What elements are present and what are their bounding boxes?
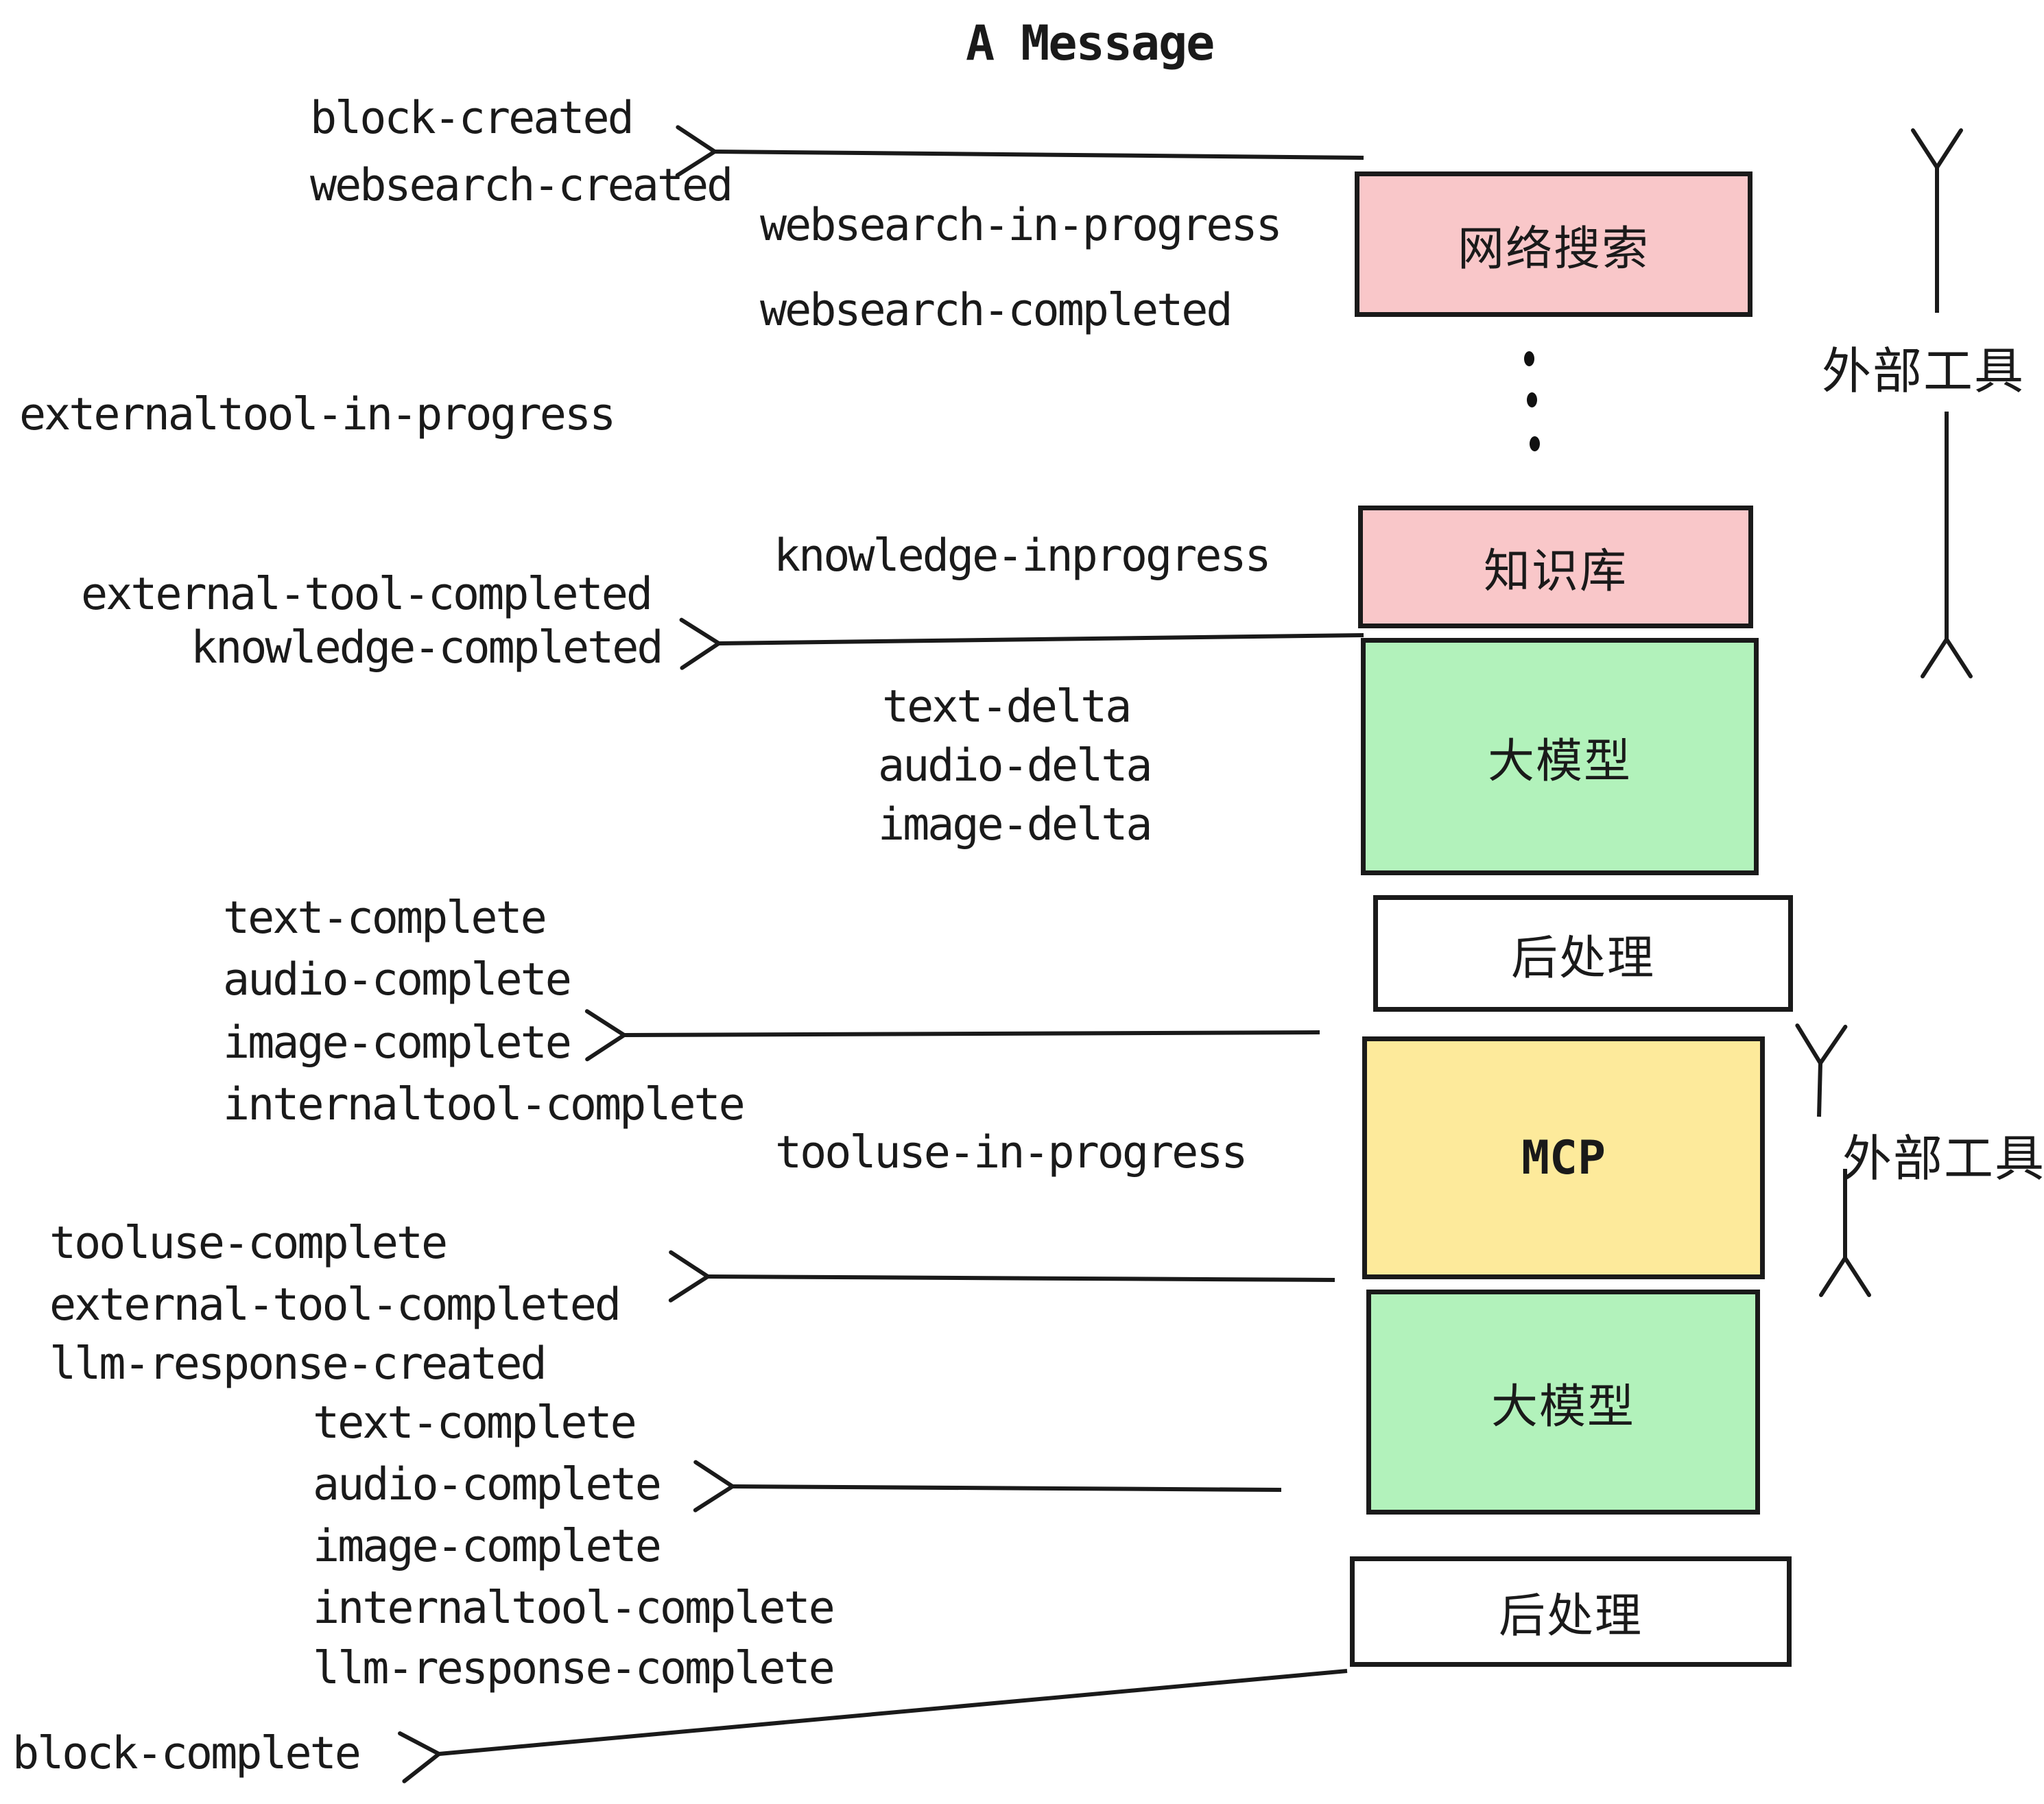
box-mcp: MCP [1362,1036,1765,1279]
event-label-websearch-in-progress: websearch-in-progress [760,200,1283,251]
external-tools-mcp-label: 外部工具 [1842,1130,2044,1187]
event-label-tooluse-in-progress: tooluse-in-progress [775,1127,1248,1178]
event-label-knowledge-inprogress: knowledge-inprogress [774,530,1272,582]
diagram-title: A Message [966,15,1215,71]
box-postprocess-2-label: 后处理 [1498,1589,1643,1643]
event-label-websearch-created: websearch-created [310,160,733,211]
event-label-text-complete-2: text-complete [313,1397,637,1449]
external-tools-mcp-up-arrow [1795,1023,1848,1117]
event-label-image-complete-2: image-complete [313,1521,662,1572]
box-mcp-label: MCP [1521,1130,1606,1185]
event-label-audio-complete-2: audio-complete [313,1459,662,1510]
box-llm-1-label: 大模型 [1487,734,1632,789]
event-label-websearch-completed: websearch-completed [760,285,1233,336]
event-label-external-tool-completed-2: external-tool-completed [49,1279,621,1331]
event-label-audio-delta: audio-delta [878,740,1152,792]
event-label-block-created: block-created [310,93,634,144]
event-label-knowledge-completed: knowledge-completed [191,622,664,674]
external-tools-top-label: 外部工具 [1822,342,2025,400]
box-llm-1: 大模型 [1361,638,1759,875]
box-knowledge-label: 知识库 [1483,545,1628,599]
ellipsis-dot [1524,351,1534,366]
event-label-image-delta: image-delta [878,799,1152,851]
ellipsis-dot [1527,392,1537,407]
event-label-text-complete: text-complete [223,892,547,944]
event-label-llm-response-complete: llm-response-complete [313,1643,835,1694]
event-label-audio-complete: audio-complete [223,954,572,1006]
event-label-external-tool-completed: external-tool-completed [81,569,653,620]
arrow-to-audio-complete [693,1460,1282,1512]
event-label-block-complete: block-complete [12,1728,361,1779]
box-websearch-label: 网络搜索 [1457,222,1650,276]
box-websearch: 网络搜索 [1355,171,1752,317]
event-label-internaltool-complete: internaltool-complete [223,1079,746,1130]
box-llm-2: 大模型 [1366,1290,1760,1515]
arrow-to-tooluse-complete [668,1250,1335,1303]
box-llm-2-label: 大模型 [1490,1379,1635,1434]
event-label-internaltool-complete-2: internaltool-complete [313,1582,835,1634]
event-label-llm-response-created: llm-response-created [49,1338,547,1390]
box-postprocess-1-label: 后处理 [1510,931,1655,986]
arrow-to-image-complete [584,1009,1320,1062]
box-postprocess-1: 后处理 [1373,895,1793,1012]
event-label-tooluse-complete: tooluse-complete [49,1218,448,1269]
box-knowledge: 知识库 [1358,506,1753,628]
arrow-to-knowledge-completed [679,617,1364,670]
event-label-image-complete: image-complete [223,1017,572,1069]
event-label-externaltool-in-progress: externaltool-in-progress [19,389,616,440]
event-label-text-delta: text-delta [882,681,1132,733]
arrow-to-block-created [675,125,1364,178]
ellipsis-dot [1530,436,1540,451]
box-postprocess-2: 后处理 [1350,1556,1792,1667]
